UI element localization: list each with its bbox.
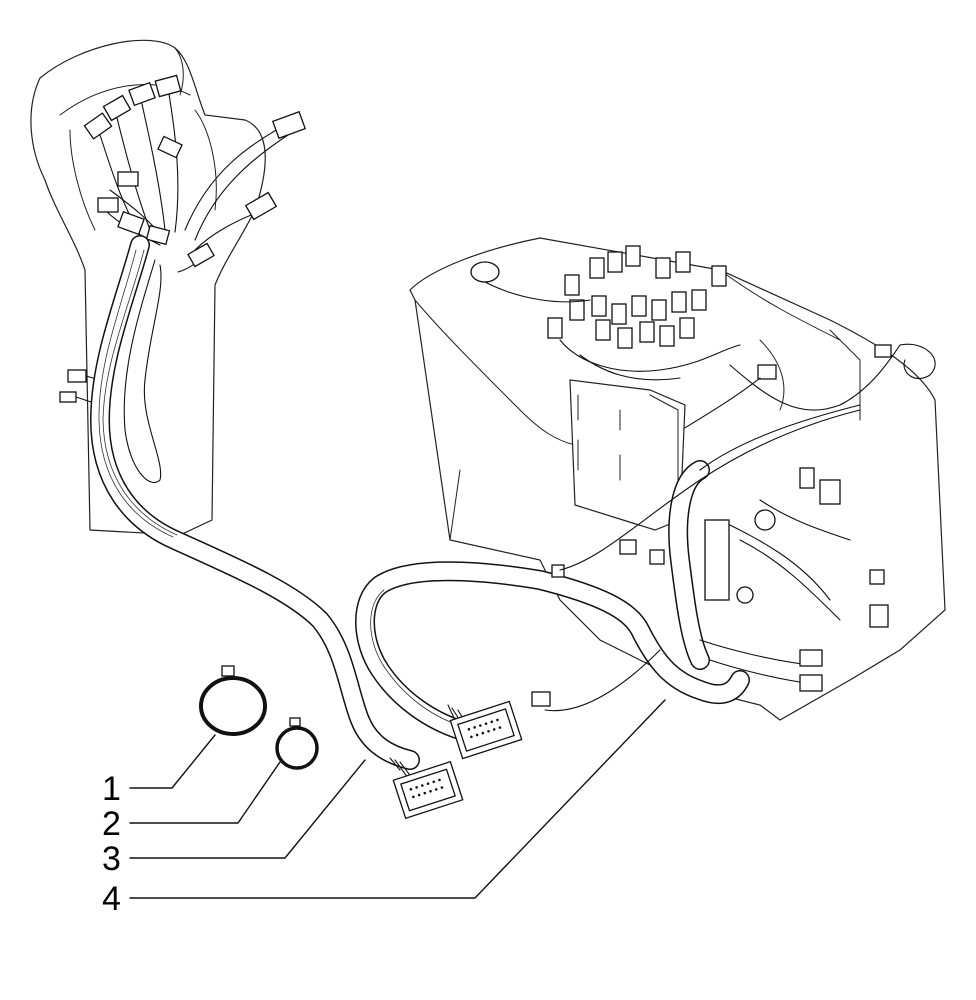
callout-3: 3 (102, 840, 121, 878)
connector-block-4 (447, 700, 523, 760)
wiring-clip-large (199, 665, 267, 736)
left-harness-upper (59, 74, 307, 406)
wiring-clip-small (275, 717, 319, 770)
callout-1: 1 (102, 770, 121, 808)
leader-lines (129, 699, 666, 899)
leader-line-3 (129, 759, 366, 859)
leader-line-4 (129, 699, 666, 899)
leader-line-2 (129, 761, 281, 824)
callout-2: 2 (102, 805, 121, 843)
connector-block-3 (389, 757, 464, 820)
left-console-body (30, 39, 266, 536)
leader-line-1 (129, 734, 216, 789)
callout-4: 4 (102, 880, 121, 918)
right-harness-bundles (355, 404, 889, 740)
right-bracket-plate (569, 379, 686, 531)
left-trunk-cable (90, 235, 420, 770)
